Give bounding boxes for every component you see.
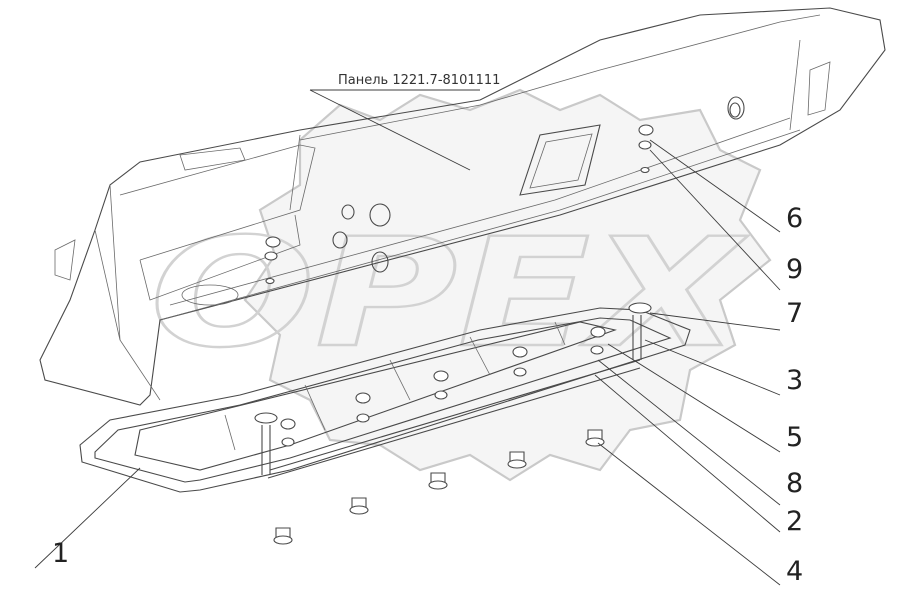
callout-leaders [34, 139, 781, 586]
callout-3: 3 [786, 365, 803, 396]
callout-4: 4 [786, 556, 803, 587]
callout-7: 7 [786, 298, 803, 329]
panel-title-label: Панель 1221.7-8101111 [338, 73, 500, 88]
nut-group-left [264, 236, 281, 285]
title-leader [309, 89, 480, 171]
watermark-text: OPEX [150, 207, 748, 381]
callout-2: 2 [786, 506, 803, 537]
callout-1: 1 [52, 538, 69, 569]
callout-5: 5 [786, 422, 803, 453]
bolt-row [273, 429, 605, 545]
callout-9: 9 [786, 254, 803, 285]
callout-8: 8 [786, 468, 803, 499]
watermark-logo: OPEX [149, 88, 772, 482]
callout-6: 6 [786, 203, 803, 234]
nut-group-right [638, 124, 654, 174]
panel-body [39, 7, 886, 406]
frame-assembly [79, 302, 691, 545]
